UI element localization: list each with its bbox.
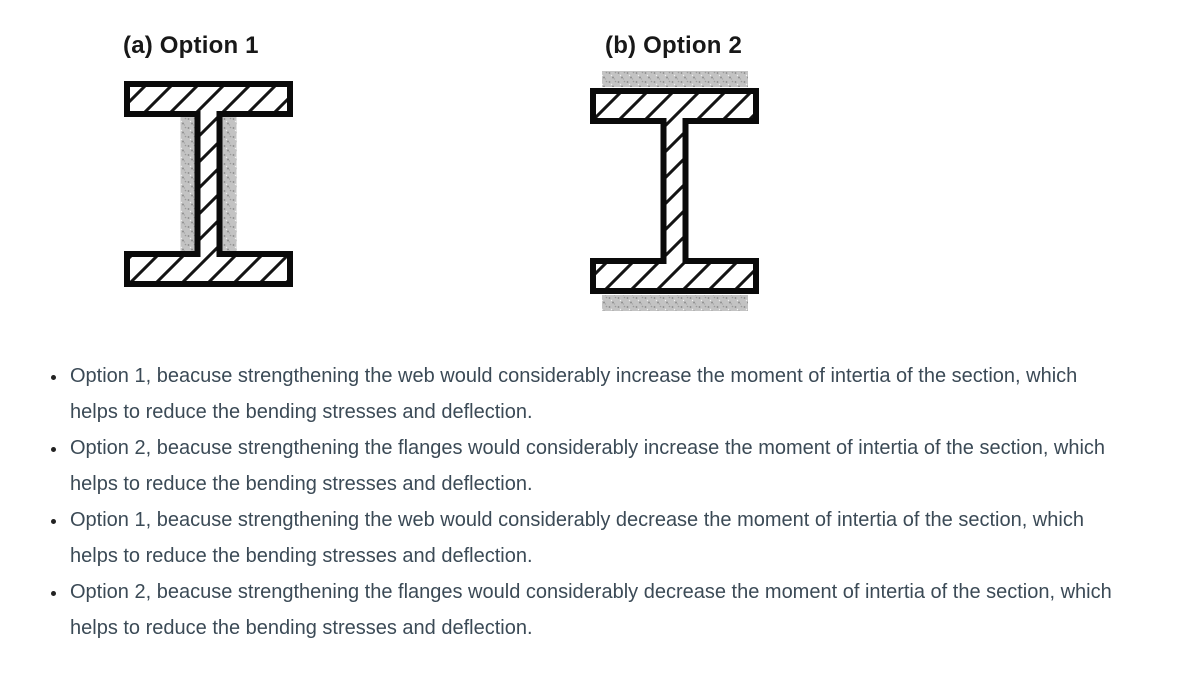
answer-option-3[interactable]: Option 1, beacuse strengthening the web …: [68, 502, 1116, 574]
top-flange-reinforcement: [602, 71, 748, 87]
ibeam-option2-figure: [590, 71, 759, 311]
answer-option-4[interactable]: Option 2, beacuse strengthening the flan…: [68, 574, 1116, 646]
answer-options-list: Option 1, beacuse strengthening the web …: [42, 358, 1116, 646]
figure-a-caption: (a) Option 1: [123, 32, 259, 59]
answer-option-1[interactable]: Option 1, beacuse strengthening the web …: [68, 358, 1116, 430]
web-reinforcement-left: [180, 115, 198, 253]
answer-option-2[interactable]: Option 2, beacuse strengthening the flan…: [68, 430, 1116, 502]
ibeam-section: [124, 81, 293, 287]
web-reinforcement-right: [219, 115, 237, 253]
bottom-flange-reinforcement: [602, 295, 748, 311]
figure-b-caption: (b) Option 2: [605, 32, 743, 59]
ibeam-option1-figure: [124, 81, 293, 287]
ibeam-section: [590, 88, 759, 294]
